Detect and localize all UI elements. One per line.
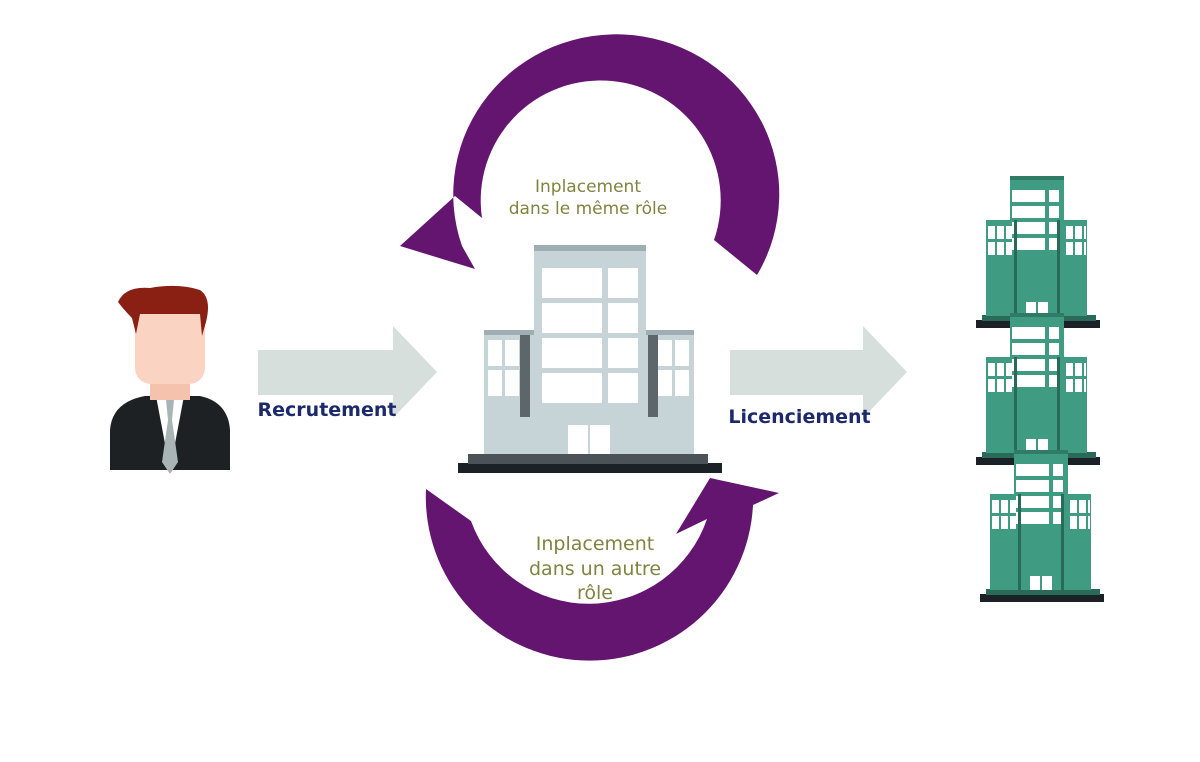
office-building-icon (458, 245, 722, 473)
other-role-cycle-arrow (425, 478, 779, 661)
company-building-icon (980, 450, 1104, 602)
company-building-icon (976, 176, 1100, 328)
person-icon (110, 285, 230, 474)
same-role-label-line: Inplacement (535, 177, 641, 197)
other-role-label-line: Inplacement (535, 533, 655, 555)
same-role-cycle-arrow (400, 34, 780, 276)
same-role-label-line: dans le même rôle (508, 199, 668, 220)
dismissal-label: Licenciement (728, 406, 871, 428)
company-building-icon (976, 313, 1100, 465)
dismissal-arrow (730, 326, 907, 418)
same-role-label: Inplacement dans le même rôle (488, 176, 688, 220)
other-role-label-line: rôle (577, 582, 613, 605)
other-role-label-line: dans un autre (528, 557, 662, 580)
recruitment-arrow (258, 326, 437, 418)
other-role-label: Inplacement dans un autre rôle (495, 532, 695, 606)
recruitment-label: Recrutement (257, 399, 397, 421)
